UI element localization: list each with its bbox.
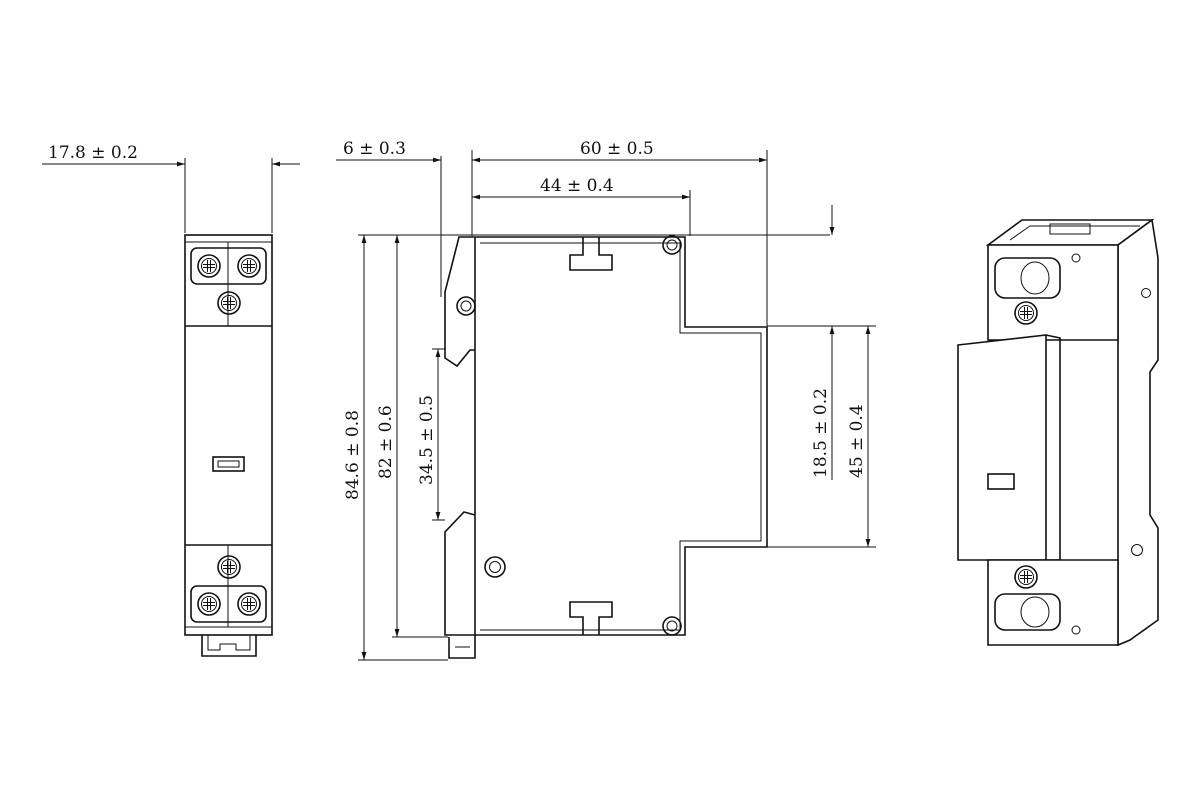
front-body-outline <box>184 234 273 636</box>
dim-front-width: 17.8 ± 0.2 <box>48 143 138 163</box>
iso-upper-housing <box>987 244 1119 341</box>
side-top-tab <box>569 237 613 271</box>
side-view: 6 ± 0.3 60 ± 0.5 44 ± 0.4 84.6 ± 0.8 82 … <box>336 139 876 661</box>
front-indicator-window <box>212 456 245 472</box>
side-body-outline <box>475 236 768 636</box>
side-rail-hook-bottom <box>444 511 476 636</box>
front-view: 17.8 ± 0.2 <box>42 143 300 657</box>
dim-height-total: 84.6 ± 0.8 <box>343 410 363 500</box>
screw-icon <box>197 592 221 616</box>
iso-indicator-window <box>987 473 1015 490</box>
dim-side-offset: 6 ± 0.3 <box>343 139 406 159</box>
dim-side-depth-body: 44 ± 0.4 <box>540 176 614 196</box>
dim-front-step: 18.5 ± 0.2 <box>811 388 831 478</box>
iso-front-face <box>957 334 1047 561</box>
screw-icon <box>217 291 241 315</box>
isometric-view <box>957 218 1159 647</box>
iso-right-face <box>1117 218 1159 647</box>
front-bottom-terminal-block <box>190 585 267 623</box>
screw-icon <box>237 254 261 278</box>
side-rail-hook-top <box>444 236 475 368</box>
side-rail-latch <box>448 635 476 659</box>
dim-rail-slot: 34.5 ± 0.5 <box>417 395 437 485</box>
side-bottom-tab <box>569 601 613 635</box>
iso-lower-housing <box>987 559 1119 646</box>
dim-side-depth-total: 60 ± 0.5 <box>580 139 654 159</box>
screw-icon <box>197 254 221 278</box>
dim-height-body: 82 ± 0.6 <box>376 405 396 479</box>
screw-icon <box>217 555 241 579</box>
screw-icon <box>237 592 261 616</box>
front-rail-clip <box>201 635 257 657</box>
dim-front-face: 45 ± 0.4 <box>847 404 867 478</box>
